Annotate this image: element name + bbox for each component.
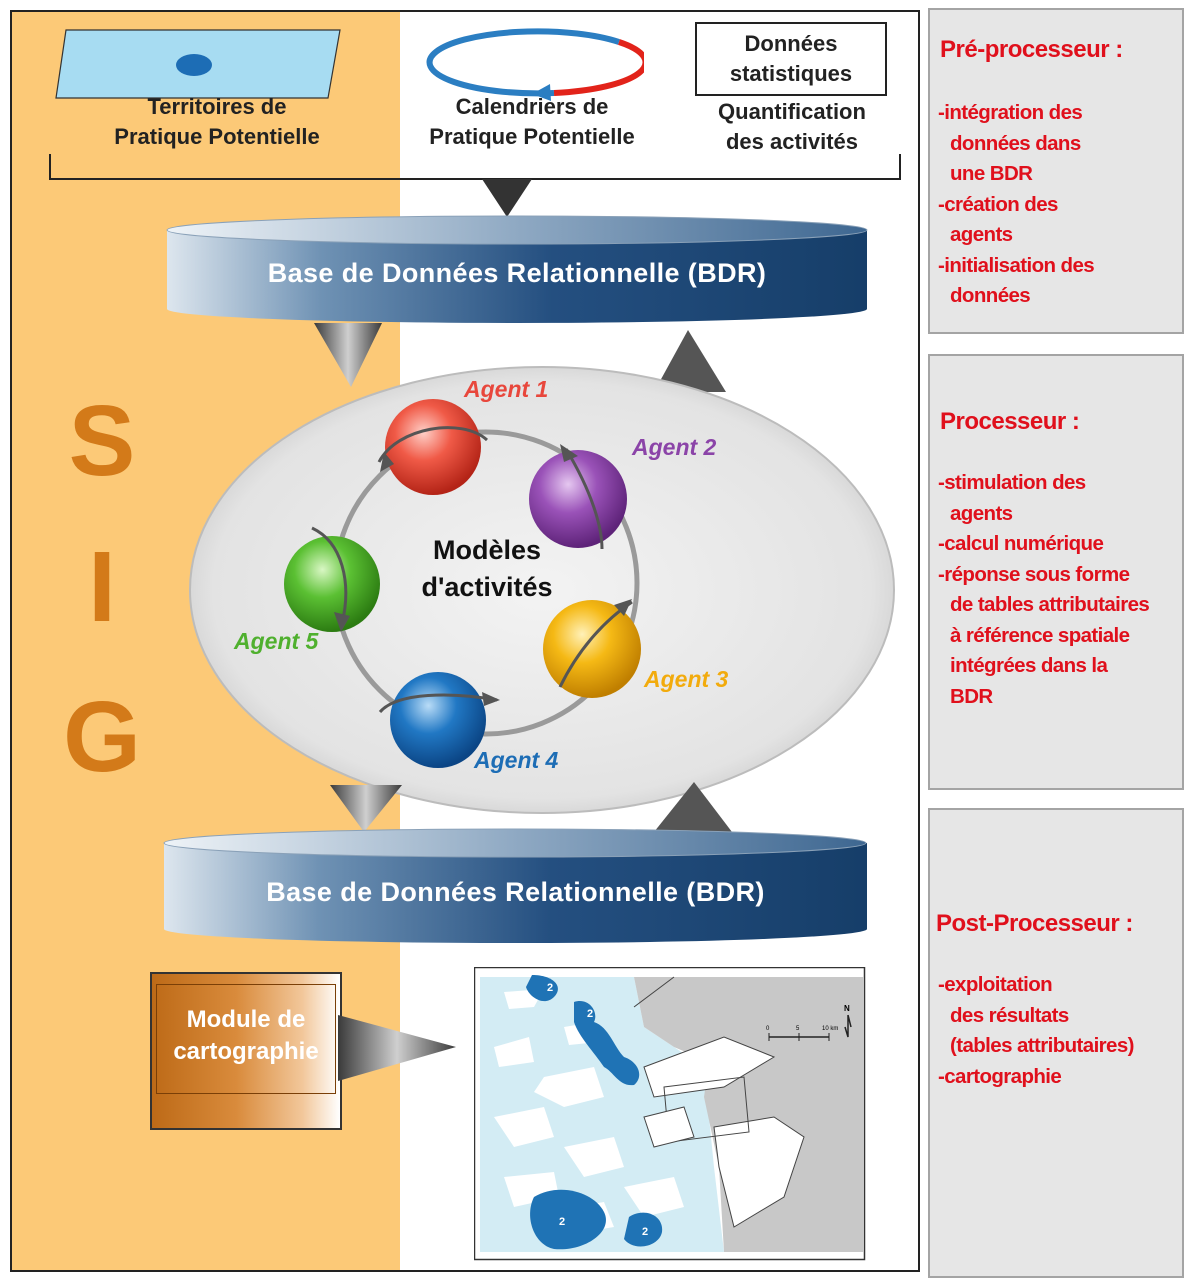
flow-diagram [49,154,901,944]
agent-5-sphere [284,526,380,632]
map-scale-10: 10 km [822,1026,838,1032]
bdr-cylinder-top [166,215,868,323]
agent-4-label: Agent 4 [474,747,559,773]
agent-2-sphere [529,444,627,550]
panel-pre-list: -intégration des données dans une BDR -c… [938,98,1178,312]
map-scale-5: 5 [796,1026,800,1032]
agent-1-sphere [377,399,489,495]
bdr-cylinder-bottom [163,828,867,944]
map-zone-label-4: 2 [642,1226,648,1238]
arrow-to-map [338,1015,456,1081]
agent-4-sphere [378,672,500,768]
map-zone-label-3: 2 [559,1216,565,1228]
model-label: Modèles d'activités [421,535,553,602]
panel-pre-item: -initialisation des données [938,253,1095,308]
panel-post-item: -cartographie [938,1064,1062,1088]
panel-pre-item: -intégration des données dans une BDR [938,101,1083,185]
sig-letter-i: I [88,531,116,643]
agent-3-label: Agent 3 [644,666,729,692]
north-arrow-label: N [844,1004,850,1013]
panel-proc-item: -calcul numérique [938,532,1104,555]
quantification-label: Quantification des activités [718,99,866,154]
panel-proc-list: -stimulation des agents -calcul numériqu… [938,468,1184,712]
panel-pre-item: -création des agents [938,192,1058,247]
calendriers-label: Calendriers de Pratique Potentielle [429,94,635,149]
arrow-up-right-top [654,330,726,392]
panel-post-list: -exploitation des résultats (tables attr… [938,970,1184,1092]
panel-postprocesseur: Post-Processeur : -exploitation des résu… [928,808,1184,1278]
donnees-statistiques-box: Données statistiques [695,22,887,96]
arrow-down-left-bottom [330,785,402,832]
panel-post-item: -exploitation des résultats (tables attr… [938,973,1134,1057]
activity-model-ellipse [189,366,895,814]
panel-preprocesseur: Pré-processeur : -intégration des donnée… [928,8,1184,334]
arrow-down-left-top [314,323,382,387]
agent-3-sphere [543,599,641,698]
sig-letter-g: G [63,681,141,793]
agent-2-label: Agent 2 [632,434,717,460]
map-zone-label-1: 2 [547,982,553,994]
main-diagram-frame: Territoires de Pratique Potentielle Cale… [10,10,920,1272]
panel-proc-item: -réponse sous forme de tables attributai… [938,562,1150,708]
sig-letter-s: S [68,385,136,497]
panel-post-title: Post-Processeur : [936,910,1133,937]
agent-5-label: Agent 5 [234,628,319,654]
bdr-top-label: Base de Données Relationnelle (BDR) [267,258,767,288]
territoires-label: Territoires de Pratique Potentielle [114,94,320,149]
panel-pre-title: Pré-processeur : [940,36,1123,63]
map-scale-0: 0 [766,1026,770,1032]
result-map: 2 2 2 2 0 5 10 km N [474,967,866,1261]
territory-parallelogram-icon [55,29,341,99]
bdr-bottom-label: Base de Données Relationnelle (BDR) [266,877,765,907]
map-zone-label-2: 2 [587,1008,593,1020]
arrow-up-right-bottom [654,782,732,832]
north-arrow-icon [844,1014,852,1038]
panel-processeur: Processeur : -stimulation des agents -ca… [928,354,1184,790]
module-cartographie-label: Module de cartographie [173,1006,319,1065]
inputs-bracket [49,154,901,217]
panel-proc-title: Processeur : [940,408,1080,435]
panel-proc-item: -stimulation des agents [938,471,1086,525]
agent-1-label: Agent 1 [464,376,549,402]
module-cartographie-box: Module de cartographie [150,972,342,1130]
calendar-cycle-icon [426,28,644,101]
